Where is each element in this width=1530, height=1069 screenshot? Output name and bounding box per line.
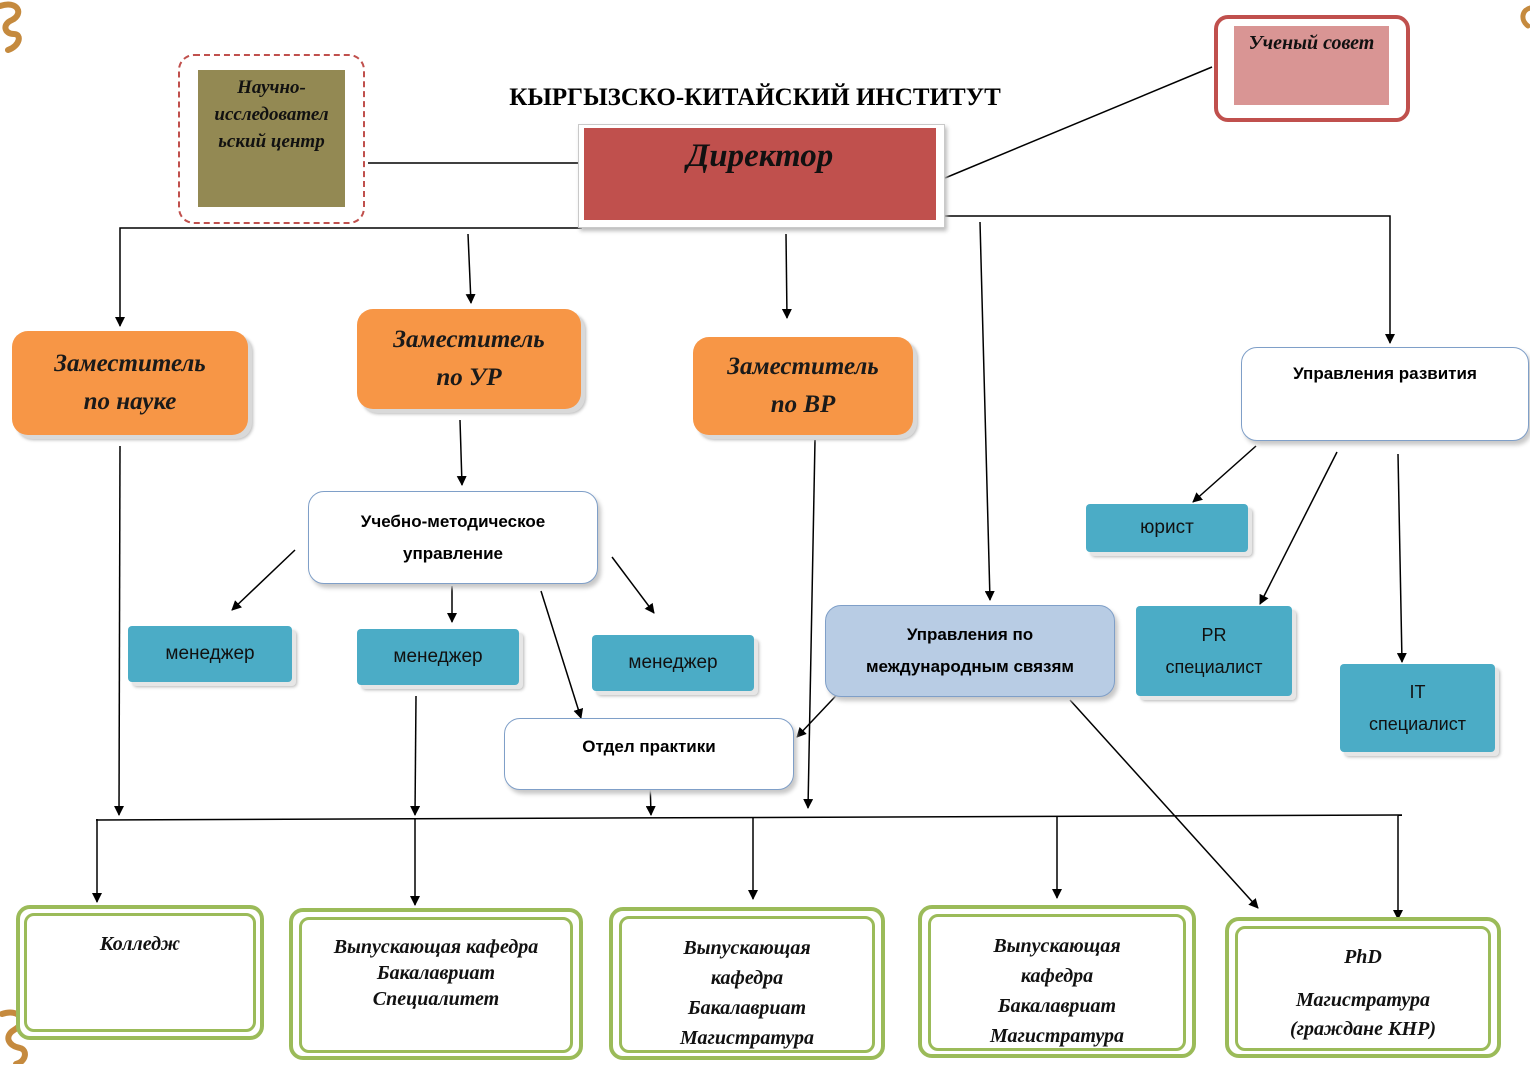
research-center-line2: исследовател — [214, 104, 329, 125]
unit3-line2: кафедра — [710, 967, 784, 989]
it-specialist-box: IT специалист — [1340, 664, 1495, 752]
unit5-line2 — [1238, 972, 1488, 986]
unit2-line1: Выпускающая кафедра — [333, 936, 539, 958]
unit2-line2: Бакалавриат — [376, 962, 496, 984]
unit4-line2: кафедра — [1020, 965, 1094, 987]
development-label: Управления развития — [1293, 364, 1477, 383]
practice-dept-label: Отдел практики — [582, 737, 716, 756]
international-line2: международным связям — [865, 657, 1074, 676]
research-center-box: Научно- исследовател ьский центр — [198, 70, 345, 207]
manager-box-3: менеджер — [592, 635, 754, 691]
manager-label-3: менеджер — [628, 652, 718, 673]
unit-college: Колледж — [24, 913, 256, 1032]
pr-line1: PR — [1201, 625, 1227, 645]
lawyer-box: юрист — [1086, 504, 1248, 552]
research-center-line1: Научно- — [237, 77, 306, 98]
deputy-science-box: Заместитель по науке — [12, 331, 248, 435]
unit4-line1: Выпускающая — [993, 935, 1121, 957]
unit-dept-bachelor-master-1: Выпускающая кафедра Бакалавриат Магистра… — [619, 916, 875, 1053]
unit3-line3: Бакалавриат — [687, 997, 807, 1019]
international-dept-box: Управления по международным связям — [825, 605, 1115, 697]
educational-line1: Учебно-методическое — [360, 511, 546, 531]
it-line1: IT — [1409, 682, 1426, 702]
manager-box-1: менеджер — [128, 626, 292, 682]
director-box: Директор — [584, 128, 936, 220]
corner-ornament-top-left — [0, 0, 30, 61]
deputy-science-line1: Заместитель — [54, 350, 206, 377]
academic-council-box: Ученый совет — [1234, 26, 1389, 105]
unit3-line4: Магистратура — [679, 1027, 815, 1049]
international-line1: Управления по — [906, 625, 1034, 644]
deputy-academic-box: Заместитель по УР — [357, 309, 581, 409]
deputy-education-line1: Заместитель — [727, 353, 879, 380]
director-label: Директор — [686, 138, 834, 174]
development-box: Управления развития — [1241, 347, 1529, 441]
deputy-academic-line2: по УР — [436, 364, 502, 391]
unit3-line1: Выпускающая — [683, 937, 811, 959]
educational-dept-box: Учебно-методическое управление — [308, 491, 598, 584]
lawyer-label: юрист — [1140, 517, 1194, 538]
institute-title: КЫРГЫЗСКО-КИТАЙСКИЙ ИНСТИТУТ — [509, 84, 1001, 111]
deputy-education-box: Заместитель по ВР — [693, 337, 913, 435]
deputy-academic-line1: Заместитель — [393, 326, 545, 353]
unit-dept-bachelor-master-2: Выпускающая кафедра Бакалавриат Магистра… — [928, 914, 1186, 1051]
unit-college-line1: Колледж — [99, 933, 181, 955]
unit-dept-bachelor-specialist: Выпускающая кафедра Бакалавриат Специали… — [299, 917, 573, 1053]
manager-label-1: менеджер — [165, 643, 255, 664]
manager-label-2: менеджер — [393, 646, 483, 667]
unit5-line4: (граждане КНР) — [1290, 1018, 1436, 1040]
unit2-line3: Специалитет — [372, 988, 500, 1010]
pr-specialist-box: PR специалист — [1136, 606, 1292, 696]
it-line2: специалист — [1369, 714, 1466, 734]
academic-council-label: Ученый совет — [1248, 32, 1375, 54]
deputy-science-line2: по науке — [83, 388, 177, 415]
unit5-line3: Магистратура — [1295, 989, 1431, 1011]
manager-box-2: менеджер — [357, 629, 519, 685]
educational-line2: управление — [402, 543, 503, 563]
pr-line2: специалист — [1165, 657, 1263, 677]
unit-phd-master: PhD Магистратура (граждане КНР) — [1235, 926, 1491, 1051]
research-center-line3: ьский центр — [218, 131, 325, 152]
unit4-line3: Бакалавриат — [997, 995, 1117, 1017]
unit5-line1: PhD — [1344, 946, 1382, 968]
unit4-line4: Магистратура — [989, 1025, 1125, 1047]
corner-ornament-top-right — [1516, 0, 1530, 45]
practice-dept-box: Отдел практики — [504, 718, 794, 790]
deputy-education-line2: по ВР — [770, 391, 836, 418]
